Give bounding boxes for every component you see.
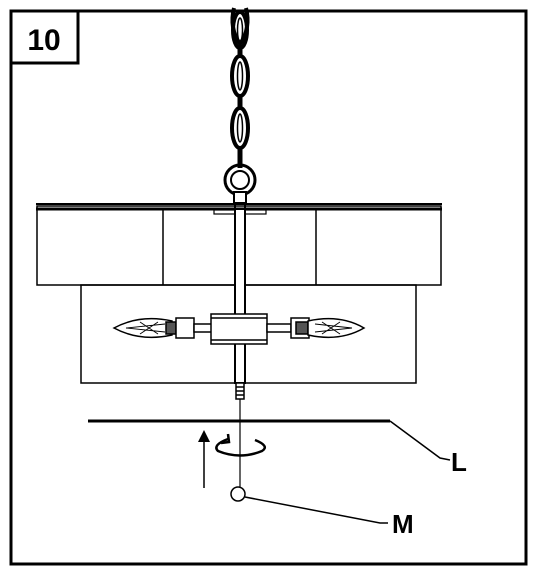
- callout-m-label: M: [392, 509, 414, 539]
- rotation-arrow-icon: [215, 433, 267, 457]
- left-bulb: [112, 317, 173, 339]
- callout-l-label: L: [451, 447, 467, 477]
- lower-shade: [80, 284, 417, 384]
- callout-l: L: [389, 420, 467, 477]
- chain: [230, 7, 250, 168]
- center-rod-segment: [234, 208, 246, 384]
- finial-knob: [230, 486, 246, 502]
- center-hub: [210, 313, 268, 345]
- right-bulb: [307, 317, 366, 339]
- callout-m: M: [244, 496, 414, 539]
- step-number: 10: [27, 24, 60, 57]
- step-number-box: 10: [9, 9, 80, 65]
- threaded-end: [235, 382, 245, 488]
- candle-arms: [112, 313, 366, 345]
- diagram-frame: [9, 9, 528, 566]
- hanging-loop: [223, 163, 257, 205]
- arrow-up-icon: [198, 430, 210, 488]
